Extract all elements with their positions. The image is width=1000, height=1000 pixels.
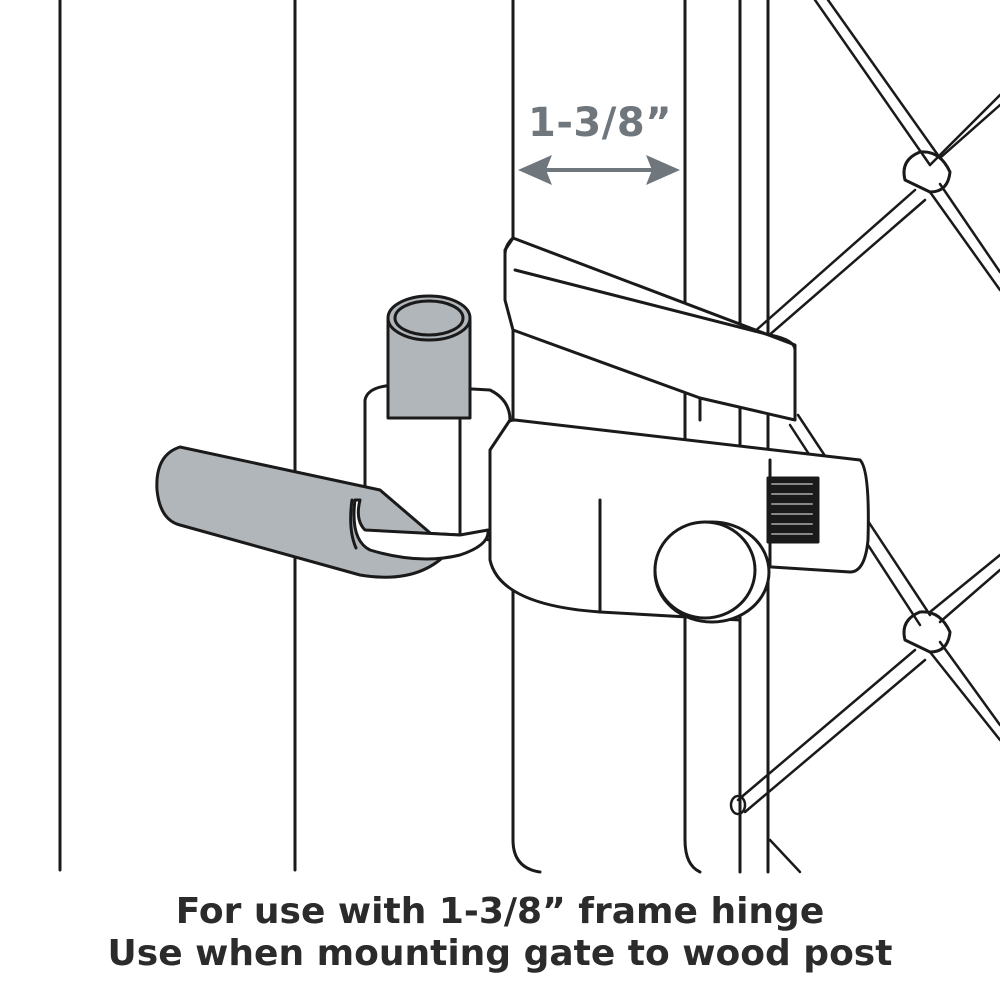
gate-frame-post <box>511 0 702 874</box>
bolt-thread <box>766 476 820 544</box>
dimension-arrow <box>518 155 680 185</box>
hinge-barrel <box>363 383 512 542</box>
wood-post <box>58 0 297 872</box>
upper-band-clamp <box>503 236 797 422</box>
hinge-bracket <box>488 418 870 622</box>
caption-line-1: For use with 1-3/8” frame hinge <box>175 891 825 932</box>
tension-bar <box>738 0 770 874</box>
hinge-diagram <box>58 0 1000 874</box>
hinge-pin <box>386 294 472 420</box>
bolt-head <box>653 520 771 624</box>
barrel-collar <box>352 498 490 561</box>
chain-link-mesh <box>729 0 1000 874</box>
dimension-label: 1-3/8” <box>528 100 672 146</box>
caption-line-2: Use when mounting gate to wood post <box>107 933 893 974</box>
